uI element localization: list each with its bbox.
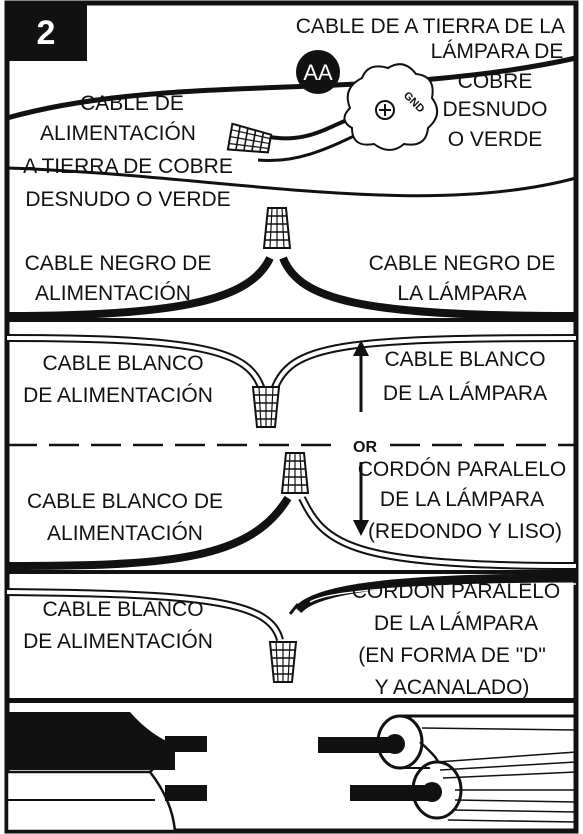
- svg-text:AA: AA: [303, 60, 333, 85]
- svg-text:CABLE DE A TIERRA DE LA: CABLE DE A TIERRA DE LA: [296, 15, 565, 38]
- svg-text:ALIMENTACIÓN: ALIMENTACIÓN: [47, 522, 203, 545]
- svg-text:ALIMENTACIÓN: ALIMENTACIÓN: [35, 282, 191, 305]
- label-white-supply-1: CABLE BLANCO DE ALIMENTACIÓN: [23, 352, 213, 407]
- ground-wire-lower: [6, 166, 577, 198]
- panel-ground: GND AA CABLE DE A TIERRA DE LA LÁMPARA D…: [6, 15, 577, 211]
- ground-wire-divider: [6, 55, 577, 121]
- round-cord-section: [5, 712, 207, 833]
- panel-cord-sections: [5, 712, 577, 833]
- svg-text:CORDÓN PARALELO: CORDÓN PARALELO: [358, 458, 567, 481]
- svg-text:CABLE BLANCO: CABLE BLANCO: [42, 352, 203, 375]
- svg-text:CABLE BLANCO DE: CABLE BLANCO DE: [27, 490, 223, 513]
- diagram-frame: [4, 0, 579, 834]
- panel-white: CABLE BLANCO DE ALIMENTACIÓN CABLE BLANC…: [6, 334, 577, 428]
- black-supply-wire: [6, 256, 274, 320]
- svg-text:(REDONDO Y LISO): (REDONDO Y LISO): [368, 520, 562, 543]
- label-black-lamp: CABLE NEGRO DE LA LÁMPARA: [369, 252, 556, 305]
- svg-text:CABLE BLANCO: CABLE BLANCO: [42, 598, 203, 621]
- svg-text:DESNUDO: DESNUDO: [442, 98, 547, 121]
- svg-text:ALIMENTACIÓN: ALIMENTACIÓN: [40, 122, 196, 145]
- svg-text:DE ALIMENTACIÓN: DE ALIMENTACIÓN: [23, 384, 213, 407]
- svg-text:COBRE: COBRE: [458, 70, 533, 93]
- label-parallel-cord-d: CORDÓN PARALELO DE LA LÁMPARA (EN FORMA …: [352, 580, 561, 699]
- svg-text:DE LA LÁMPARA: DE LA LÁMPARA: [374, 612, 538, 635]
- svg-text:LA LÁMPARA: LA LÁMPARA: [397, 282, 526, 305]
- svg-text:(EN FORMA DE "D": (EN FORMA DE "D": [358, 644, 546, 667]
- label-supply-ground-wire: CABLE DE ALIMENTACIÓN A TIERRA DE COBRE …: [23, 92, 233, 211]
- panel-black: CABLE NEGRO DE ALIMENTACIÓN CABLE NEGRO …: [6, 207, 577, 322]
- svg-text:DE LA LÁMPARA: DE LA LÁMPARA: [383, 382, 547, 405]
- svg-text:CABLE NEGRO DE: CABLE NEGRO DE: [25, 252, 212, 275]
- svg-text:A TIERRA DE COBRE: A TIERRA DE COBRE: [23, 155, 233, 178]
- label-white-lamp: CABLE BLANCO DE LA LÁMPARA: [383, 348, 547, 405]
- label-white-supply-2: CABLE BLANCO DE ALIMENTACIÓN: [27, 490, 223, 545]
- aa-badge: AA: [296, 50, 340, 94]
- label-lamp-ground-wire: CABLE DE A TIERRA DE LA LÁMPARA DE COBRE…: [296, 15, 565, 151]
- svg-text:CABLE NEGRO DE: CABLE NEGRO DE: [369, 252, 556, 275]
- d-cord-section: [318, 714, 577, 823]
- svg-text:LÁMPARA DE: LÁMPARA DE: [431, 40, 564, 63]
- or-divider: OR: [7, 439, 576, 456]
- svg-text:DE ALIMENTACIÓN: DE ALIMENTACIÓN: [23, 630, 213, 653]
- panel-round-cord: CABLE BLANCO DE ALIMENTACIÓN CORDÓN PARA…: [6, 452, 577, 574]
- panel-d-cord: CABLE BLANCO DE ALIMENTACIÓN CORDÓN PARA…: [6, 573, 577, 703]
- svg-text:CABLE BLANCO: CABLE BLANCO: [384, 348, 545, 371]
- black-lamp-wire: [279, 256, 577, 320]
- svg-text:DE LA LÁMPARA: DE LA LÁMPARA: [380, 488, 544, 511]
- svg-text:O VERDE: O VERDE: [448, 128, 543, 151]
- label-white-supply-3: CABLE BLANCO DE ALIMENTACIÓN: [23, 598, 213, 653]
- label-black-supply: CABLE NEGRO DE ALIMENTACIÓN: [25, 252, 212, 305]
- svg-text:Y ACANALADO): Y ACANALADO): [375, 676, 530, 699]
- svg-text:CORDÓN PARALELO: CORDÓN PARALELO: [352, 580, 561, 603]
- svg-text:CABLE DE: CABLE DE: [80, 92, 184, 115]
- svg-text:DESNUDO O VERDE: DESNUDO O VERDE: [25, 188, 230, 211]
- white-supply-wire-2: [6, 495, 292, 570]
- step-number: 2: [37, 14, 56, 52]
- label-parallel-cord-round: CORDÓN PARALELO DE LA LÁMPARA (REDONDO Y…: [358, 458, 567, 543]
- step-number-box: 2: [7, 3, 87, 61]
- or-label: OR: [353, 439, 377, 456]
